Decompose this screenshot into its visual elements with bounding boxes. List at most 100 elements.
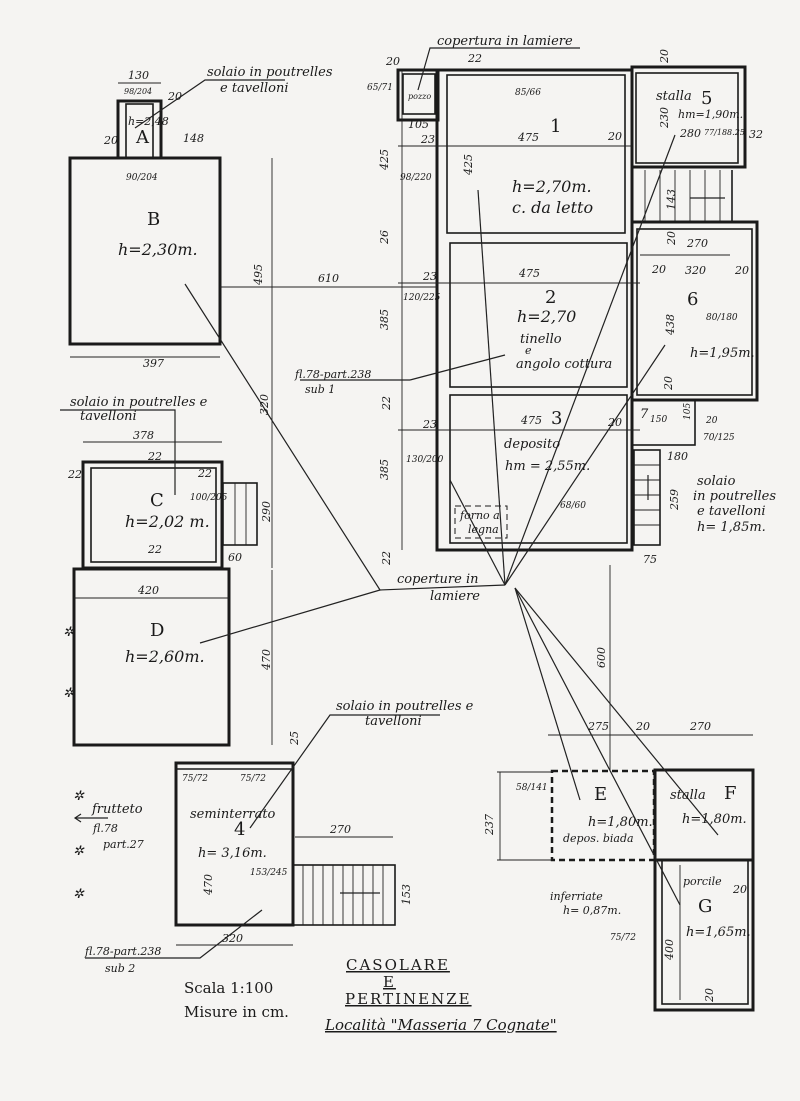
dim-label: 270 xyxy=(329,823,351,836)
dim-label: 20 xyxy=(703,988,716,1003)
frutteto-note: fl.78 xyxy=(92,822,118,835)
solaio-note: h= 1,85m. xyxy=(697,520,766,535)
room-c-height: h=2,02 m. xyxy=(125,512,210,531)
pozzo-label: pozzo xyxy=(408,92,431,101)
dim-label: 32 xyxy=(749,128,763,141)
title-line: E xyxy=(383,973,396,991)
room-d-height: h=2,60m. xyxy=(125,647,205,666)
room-3-label: 3 xyxy=(551,408,562,429)
dim-label: 20 xyxy=(167,90,182,103)
dim-label: 385 xyxy=(378,459,391,480)
room-6-height: h=1,95m. xyxy=(690,346,755,361)
room-e-height: h=1,80m. xyxy=(588,815,653,830)
room-f-use: stalla xyxy=(670,788,706,803)
dim-label: 130 xyxy=(128,69,149,82)
dim-label: 20 xyxy=(705,416,718,426)
dim-label: 105 xyxy=(683,403,693,420)
dim-label: 75/72 xyxy=(182,774,208,784)
dim-label: 98/220 xyxy=(400,173,432,183)
room-g-label: G xyxy=(698,896,712,917)
dim-label: 22 xyxy=(197,467,212,480)
dim-label: 290 xyxy=(260,501,273,523)
dim-label: 378 xyxy=(133,429,154,442)
dim-label: 610 xyxy=(318,272,339,285)
dim-label: 280 xyxy=(679,127,701,140)
dim-label: 470 xyxy=(202,874,215,896)
dim-label: 438 xyxy=(664,314,677,336)
dim-label: 105 xyxy=(408,118,429,131)
dim-label: 385 xyxy=(378,309,391,330)
cadastral-note: sub 2 xyxy=(105,962,135,975)
room-c-label: C xyxy=(150,490,164,511)
title-line: CASOLARE xyxy=(346,956,450,974)
room-3-use: deposito xyxy=(504,437,560,452)
dim-label: 20 xyxy=(635,720,650,733)
dimension-lines xyxy=(70,70,753,1000)
dim-label: 20 xyxy=(385,55,400,68)
dim-label: 23 xyxy=(422,270,437,283)
dim-label: 60 xyxy=(228,551,242,564)
dim-label: 320 xyxy=(258,394,271,415)
room-4-use: seminterrato xyxy=(190,807,276,822)
dim-label: 148 xyxy=(183,132,204,145)
stairs-7 xyxy=(633,449,661,546)
dim-label: 22 xyxy=(67,468,82,481)
dim-label: 275 xyxy=(587,720,609,733)
forno-label: legna xyxy=(468,523,499,536)
dim-label: 20 xyxy=(734,264,749,277)
dim-label: 80/180 xyxy=(706,313,738,323)
solaio-note: tavelloni xyxy=(365,714,422,729)
dimension-labels: 130 98/204 20 20 148 90/204 495 610 397 … xyxy=(67,49,763,1003)
dim-label: 397 xyxy=(143,357,164,370)
dim-label: 400 xyxy=(663,939,676,961)
dim-label: 75 xyxy=(643,553,657,566)
room-g-use: porcile xyxy=(683,875,722,888)
room-f-label: F xyxy=(724,783,737,804)
room-5-label: 5 xyxy=(701,88,712,109)
dim-label: 143 xyxy=(665,189,678,210)
dim-label: 180 xyxy=(667,450,688,463)
dim-label: 20 xyxy=(662,376,675,391)
tree-icon: ✲ xyxy=(73,789,85,804)
solaio-note: solaio xyxy=(697,474,736,489)
dim-label: 495 xyxy=(252,264,265,286)
solaio-note: e tavelloni xyxy=(697,504,766,519)
dim-label: 65/71 xyxy=(367,83,393,93)
dim-label: 237 xyxy=(483,814,496,836)
frutteto-note: part.27 xyxy=(103,838,144,851)
dim-label: 70/125 xyxy=(703,433,735,443)
dim-label: 153/245 xyxy=(250,868,288,878)
solaio-note: tavelloni xyxy=(80,409,137,424)
dim-label: 90/204 xyxy=(126,173,158,183)
location-label: Località "Masseria 7 Cognate" xyxy=(324,1016,557,1034)
stairs-5 xyxy=(632,170,733,223)
dim-label: 270 xyxy=(689,720,711,733)
inferriate-note: h= 0,87m. xyxy=(563,904,621,917)
inferriate-note: inferriate xyxy=(550,890,603,903)
room-1-use: c. da letto xyxy=(512,198,593,217)
room-6-label: 6 xyxy=(687,289,698,310)
dim-label: 85/66 xyxy=(515,88,541,98)
solaio-note: solaio in poutrelles e xyxy=(336,699,474,714)
room-b-label: B xyxy=(147,209,160,230)
dim-label: 22 xyxy=(380,551,393,566)
scale-label: Scala 1:100 xyxy=(184,979,273,997)
room-d xyxy=(72,567,231,747)
room-3-height: hm = 2,55m. xyxy=(505,459,590,474)
copertura-note: copertura in lamiere xyxy=(437,34,573,49)
dim-label: 130/200 xyxy=(406,455,444,465)
room-4-label: 4 xyxy=(234,819,245,840)
tree-icon: ✲ xyxy=(63,686,75,701)
dim-label: 77/188.25 xyxy=(704,128,745,137)
solaio-note: solaio in poutrelles e xyxy=(70,395,208,410)
dim-label: 20 xyxy=(732,883,747,896)
dim-label: 100/205 xyxy=(190,493,228,503)
room-5-height: hm=1,90m. xyxy=(678,108,743,121)
dim-label: 470 xyxy=(260,649,273,671)
solaio-note: solaio in poutrelles xyxy=(207,65,333,80)
room-d-label: D xyxy=(150,620,164,641)
room-7-label: 7 xyxy=(640,407,649,422)
leader-lines xyxy=(60,47,719,959)
